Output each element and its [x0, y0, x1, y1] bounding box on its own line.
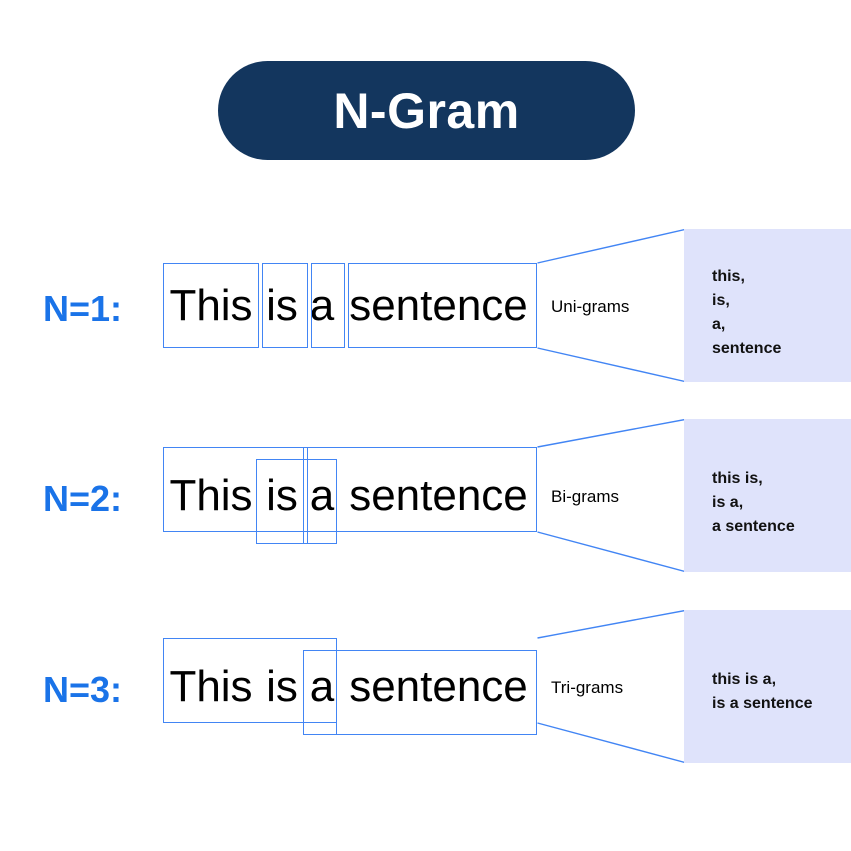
word-this: This [169, 471, 253, 520]
word-sentence: sentence [349, 471, 528, 520]
word-a: a [309, 662, 335, 711]
page-title: N-Gram [333, 82, 520, 139]
word-this: This [169, 281, 253, 330]
output-panel-n2 [684, 419, 851, 572]
gram-type-label-n1: Uni-grams [551, 297, 630, 316]
funnel-n2 [537, 419, 686, 572]
page-title-badge: N-Gram [218, 61, 635, 160]
output-grams-n1: this, is, a, sentence [712, 268, 782, 357]
output-panel-n3 [684, 610, 851, 763]
output-panel-n1 [684, 229, 851, 382]
word-is: is [266, 662, 298, 711]
word-this: This [169, 662, 253, 711]
row-trigram: N=3: This is a sentence Tri-grams this i… [0, 610, 851, 763]
row-label-n2: N=2: [43, 478, 123, 519]
row-label-n3: N=3: [43, 669, 123, 710]
word-is: is [266, 471, 298, 520]
word-sentence: sentence [349, 281, 528, 330]
word-a: a [309, 281, 335, 330]
word-sentence: sentence [349, 662, 528, 711]
sentence-strip-n1: This is a sentence [163, 272, 538, 340]
output-grams-n2: this is, is a, a sentence [712, 470, 795, 535]
row-unigram: N=1: This is a sentence Uni-grams this, … [0, 229, 851, 382]
output-grams-n3: this is a, is a sentence [712, 671, 813, 712]
row-bigram: N=2: This is a sentence Bi-grams this is… [0, 419, 851, 572]
gram-type-label-n2: Bi-grams [551, 487, 620, 506]
funnel-n3 [537, 610, 686, 763]
word-a: a [309, 471, 335, 520]
funnel-n1 [537, 229, 686, 382]
row-label-n1: N=1: [43, 288, 123, 329]
word-is: is [266, 281, 298, 330]
sentence-strip-n3: This is a sentence [163, 653, 538, 721]
sentence-strip-n2: This is a sentence [163, 462, 538, 530]
gram-type-label-n3: Tri-grams [551, 678, 624, 697]
